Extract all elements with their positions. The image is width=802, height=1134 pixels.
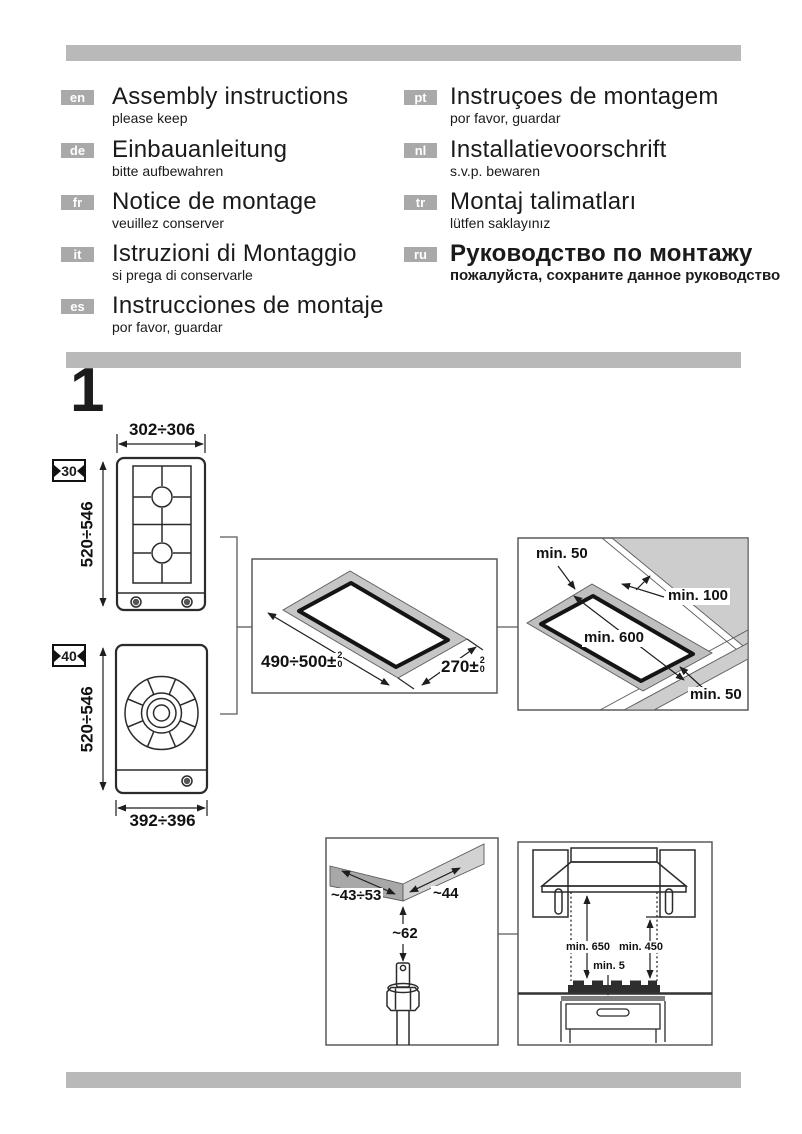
language-title: Installatievoorschrift (450, 136, 667, 163)
clearance-front-label: min. 50 (688, 686, 744, 704)
hob-two-burner-diagram (99, 434, 207, 612)
cabinet-height-label: min. 450 (614, 941, 668, 954)
cutout-length-value: 490÷500± (261, 652, 337, 671)
middle-divider-bar (66, 352, 741, 368)
language-badge: pt (404, 90, 437, 105)
tolerance-minus: 0 (479, 663, 485, 674)
language-block-nl: nl Installatievoorschrift s.v.p. bewaren (404, 137, 667, 179)
top-divider-bar (66, 45, 741, 61)
language-badge: en (61, 90, 94, 105)
language-title: Istruzioni di Montaggio (112, 240, 357, 267)
wok-hob-width-dimension: 392÷396 (129, 811, 196, 830)
language-title: Руководство по монтажу (450, 240, 753, 267)
language-block-de: de Einbauanleitung bitte aufbewahren (61, 137, 287, 179)
hob-width-dimension: 302÷306 (128, 420, 196, 439)
gas-offset-left-label: ~43÷53 (329, 887, 384, 905)
hob-wok-diagram (99, 643, 209, 816)
hob-height-dimension: 520÷546 (77, 501, 97, 568)
language-subtitle: lütfen saklayınız (450, 215, 551, 231)
language-block-pt: pt Instruçoes de montagem por favor, gua… (404, 84, 719, 126)
badge-value: 30 (61, 462, 77, 479)
bottom-divider-bar (66, 1072, 741, 1088)
language-block-ru: ru Руководство по монтажу пожалуйста, со… (404, 241, 780, 283)
cutout-width-value: 270± (441, 657, 479, 676)
clearances-diagram (517, 537, 749, 711)
hood-height-label: min. 650 (561, 941, 615, 954)
language-subtitle: veuillez conserver (112, 215, 225, 231)
language-subtitle: пожалуйста, сохраните данное руководство (450, 267, 781, 284)
language-title: Montaj talimatları (450, 188, 637, 215)
hob-height-badge-30: 30 (52, 459, 86, 482)
tolerance-plus: 2 (479, 654, 485, 665)
language-subtitle: si prega di conservarle (112, 267, 253, 283)
clearance-depth-label: min. 600 (582, 629, 647, 647)
clearance-rear-label: min. 100 (666, 587, 731, 605)
language-badge: es (61, 299, 94, 314)
language-subtitle: bitte aufbewahren (112, 163, 224, 179)
tolerance-plus: 2 (337, 649, 343, 660)
language-block-fr: fr Notice de montage veuillez conserver (61, 189, 317, 231)
language-title: Instrucciones de montaje (112, 292, 384, 319)
hob-height-badge-40: 40 (52, 644, 86, 667)
language-badge: fr (61, 195, 94, 210)
language-badge: nl (404, 143, 437, 158)
language-badge: de (61, 143, 94, 158)
language-title: Instruçoes de montagem (450, 83, 719, 110)
step-number: 1 (70, 356, 105, 425)
language-badge: ru (404, 247, 437, 262)
language-block-it: it Istruzioni di Montaggio si prega di c… (61, 241, 357, 283)
tolerance-minus: 0 (337, 658, 343, 669)
drawer-clearance-label: min. 5 (589, 960, 629, 973)
language-subtitle: please keep (112, 110, 188, 126)
language-title: Notice de montage (112, 188, 317, 215)
gas-offset-right-label: ~44 (431, 885, 461, 903)
badge-value: 40 (61, 647, 77, 664)
language-title: Einbauanleitung (112, 136, 288, 163)
gas-depth-label: ~62 (382, 925, 428, 943)
bracket-connector (220, 536, 518, 935)
language-subtitle: por favor, guardar (112, 319, 223, 335)
language-badge: tr (404, 195, 437, 210)
language-block-en: en Assembly instructions please keep (61, 84, 348, 126)
wok-hob-height-dimension: 520÷546 (77, 686, 97, 753)
language-badge: it (61, 247, 94, 262)
clearance-side-label: min. 50 (534, 545, 590, 563)
language-block-tr: tr Montaj talimatları lütfen saklayınız (404, 189, 636, 231)
language-subtitle: s.v.p. bewaren (450, 163, 541, 179)
language-subtitle: por favor, guardar (450, 110, 561, 126)
language-block-es: es Instrucciones de montaje por favor, g… (61, 293, 384, 335)
language-title: Assembly instructions (112, 83, 349, 110)
